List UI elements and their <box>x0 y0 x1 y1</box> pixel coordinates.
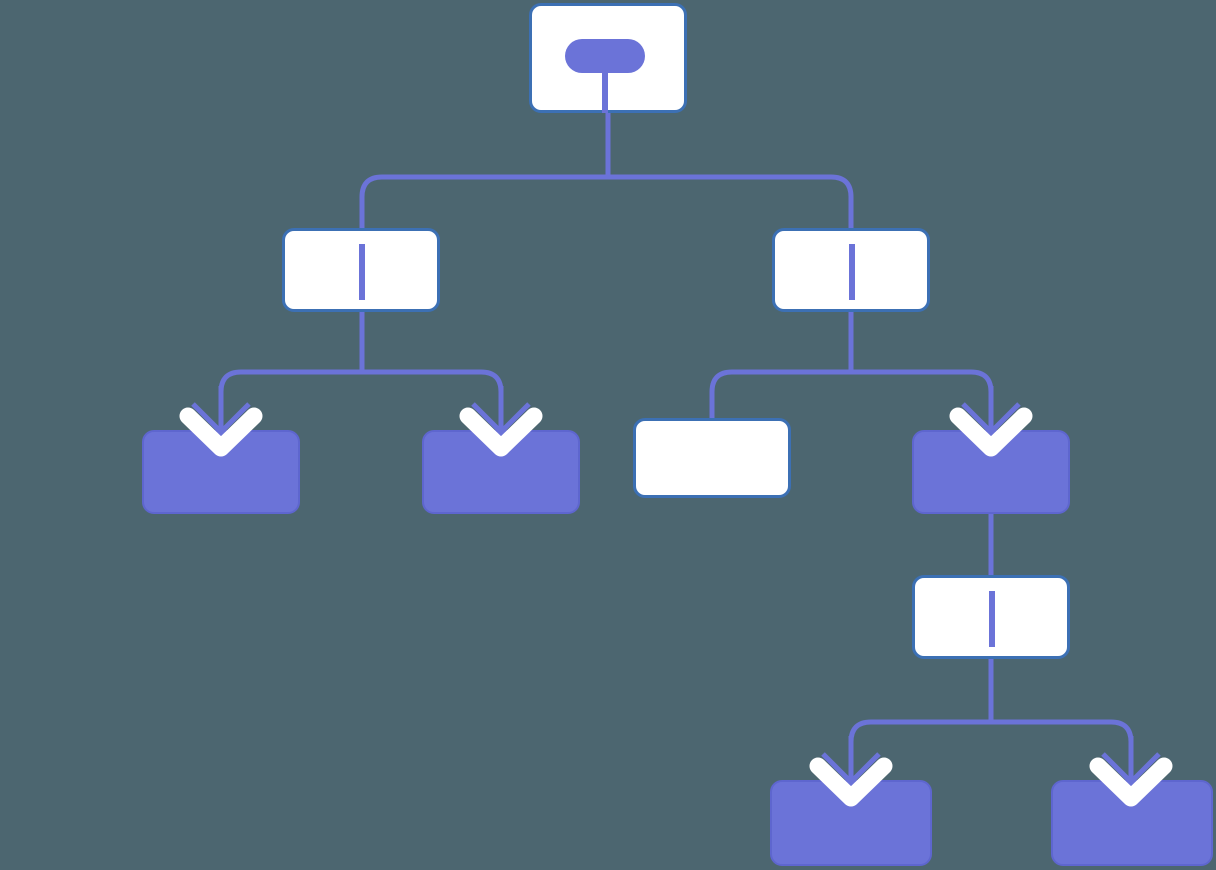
node-root[interactable] <box>529 3 687 113</box>
edge-l1-left-to-l2-b <box>362 369 504 437</box>
node-l4-a[interactable] <box>770 780 932 866</box>
node-l1-right[interactable] <box>772 228 930 312</box>
edge-l1-left-to-l2-a <box>218 369 362 437</box>
edge-root-to-l1-left <box>359 174 608 228</box>
node-l4-b[interactable] <box>1051 780 1213 866</box>
l1-right-vline-icon <box>849 244 855 300</box>
root-stem-icon <box>602 69 608 113</box>
root-pill-icon <box>565 39 645 73</box>
node-l3[interactable] <box>912 575 1070 659</box>
edge-root-to-l1-right <box>608 174 854 228</box>
node-l2-c[interactable] <box>633 418 791 498</box>
l1-left-vline-icon <box>359 244 365 300</box>
node-l2-a[interactable] <box>142 430 300 514</box>
l3-vline-icon <box>989 591 995 647</box>
edge-l1-right-to-l2-c <box>709 369 851 418</box>
edge-l1-right-to-l2-d <box>851 369 994 437</box>
edge-l3-to-l4-b <box>991 719 1134 787</box>
node-l1-left[interactable] <box>282 228 440 312</box>
node-l2-d[interactable] <box>912 430 1070 514</box>
node-l2-b[interactable] <box>422 430 580 514</box>
edge-l3-to-l4-a <box>848 719 991 787</box>
